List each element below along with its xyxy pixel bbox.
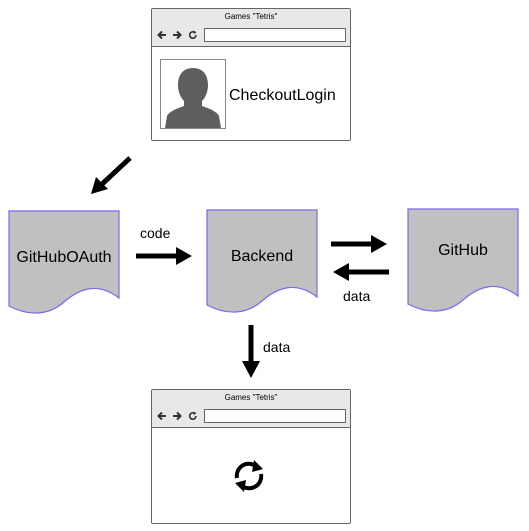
url-bar[interactable] bbox=[204, 28, 346, 42]
forward-arrow-icon[interactable] bbox=[172, 409, 182, 421]
forward-arrow-icon[interactable] bbox=[172, 28, 182, 40]
browser-title: Games "Tetris" bbox=[224, 393, 278, 402]
github-oauth-label: GitHubOAuth bbox=[16, 249, 112, 266]
browser-title: Games "Tetris" bbox=[224, 12, 278, 21]
github-node: GitHub bbox=[407, 208, 519, 316]
loading-browser: Games "Tetris" bbox=[151, 389, 351, 524]
arrow-backend-to-github bbox=[331, 235, 387, 253]
browser-toolbar: Games "Tetris" bbox=[152, 390, 350, 428]
backend-data-edge-label: data bbox=[263, 339, 291, 355]
user-silhouette-icon bbox=[160, 59, 226, 129]
refresh-cycle-icon bbox=[234, 460, 264, 492]
checkout-login-label: CheckoutLogin bbox=[229, 87, 336, 104]
code-edge-label: code bbox=[140, 225, 171, 241]
arrow-backend-to-browser bbox=[242, 325, 260, 378]
browser-toolbar: Games "Tetris" bbox=[152, 9, 350, 47]
url-bar[interactable] bbox=[204, 409, 346, 423]
backend-label: Backend bbox=[230, 248, 294, 265]
checkout-login-browser: Games "Tetris" CheckoutLogin bbox=[151, 8, 351, 141]
back-arrow-icon[interactable] bbox=[157, 28, 167, 40]
backend-node: Backend bbox=[206, 209, 318, 317]
back-arrow-icon[interactable] bbox=[157, 409, 167, 421]
github-label: GitHub bbox=[438, 242, 488, 259]
arrow-github-to-backend bbox=[333, 263, 389, 281]
github-data-edge-label: data bbox=[343, 288, 371, 304]
arrow-oauth-to-backend bbox=[136, 247, 192, 265]
reload-icon[interactable] bbox=[188, 409, 198, 421]
arrow-browser-to-oauth bbox=[91, 156, 132, 194]
github-oauth-node: GitHubOAuth bbox=[8, 210, 120, 318]
reload-icon[interactable] bbox=[188, 28, 198, 40]
